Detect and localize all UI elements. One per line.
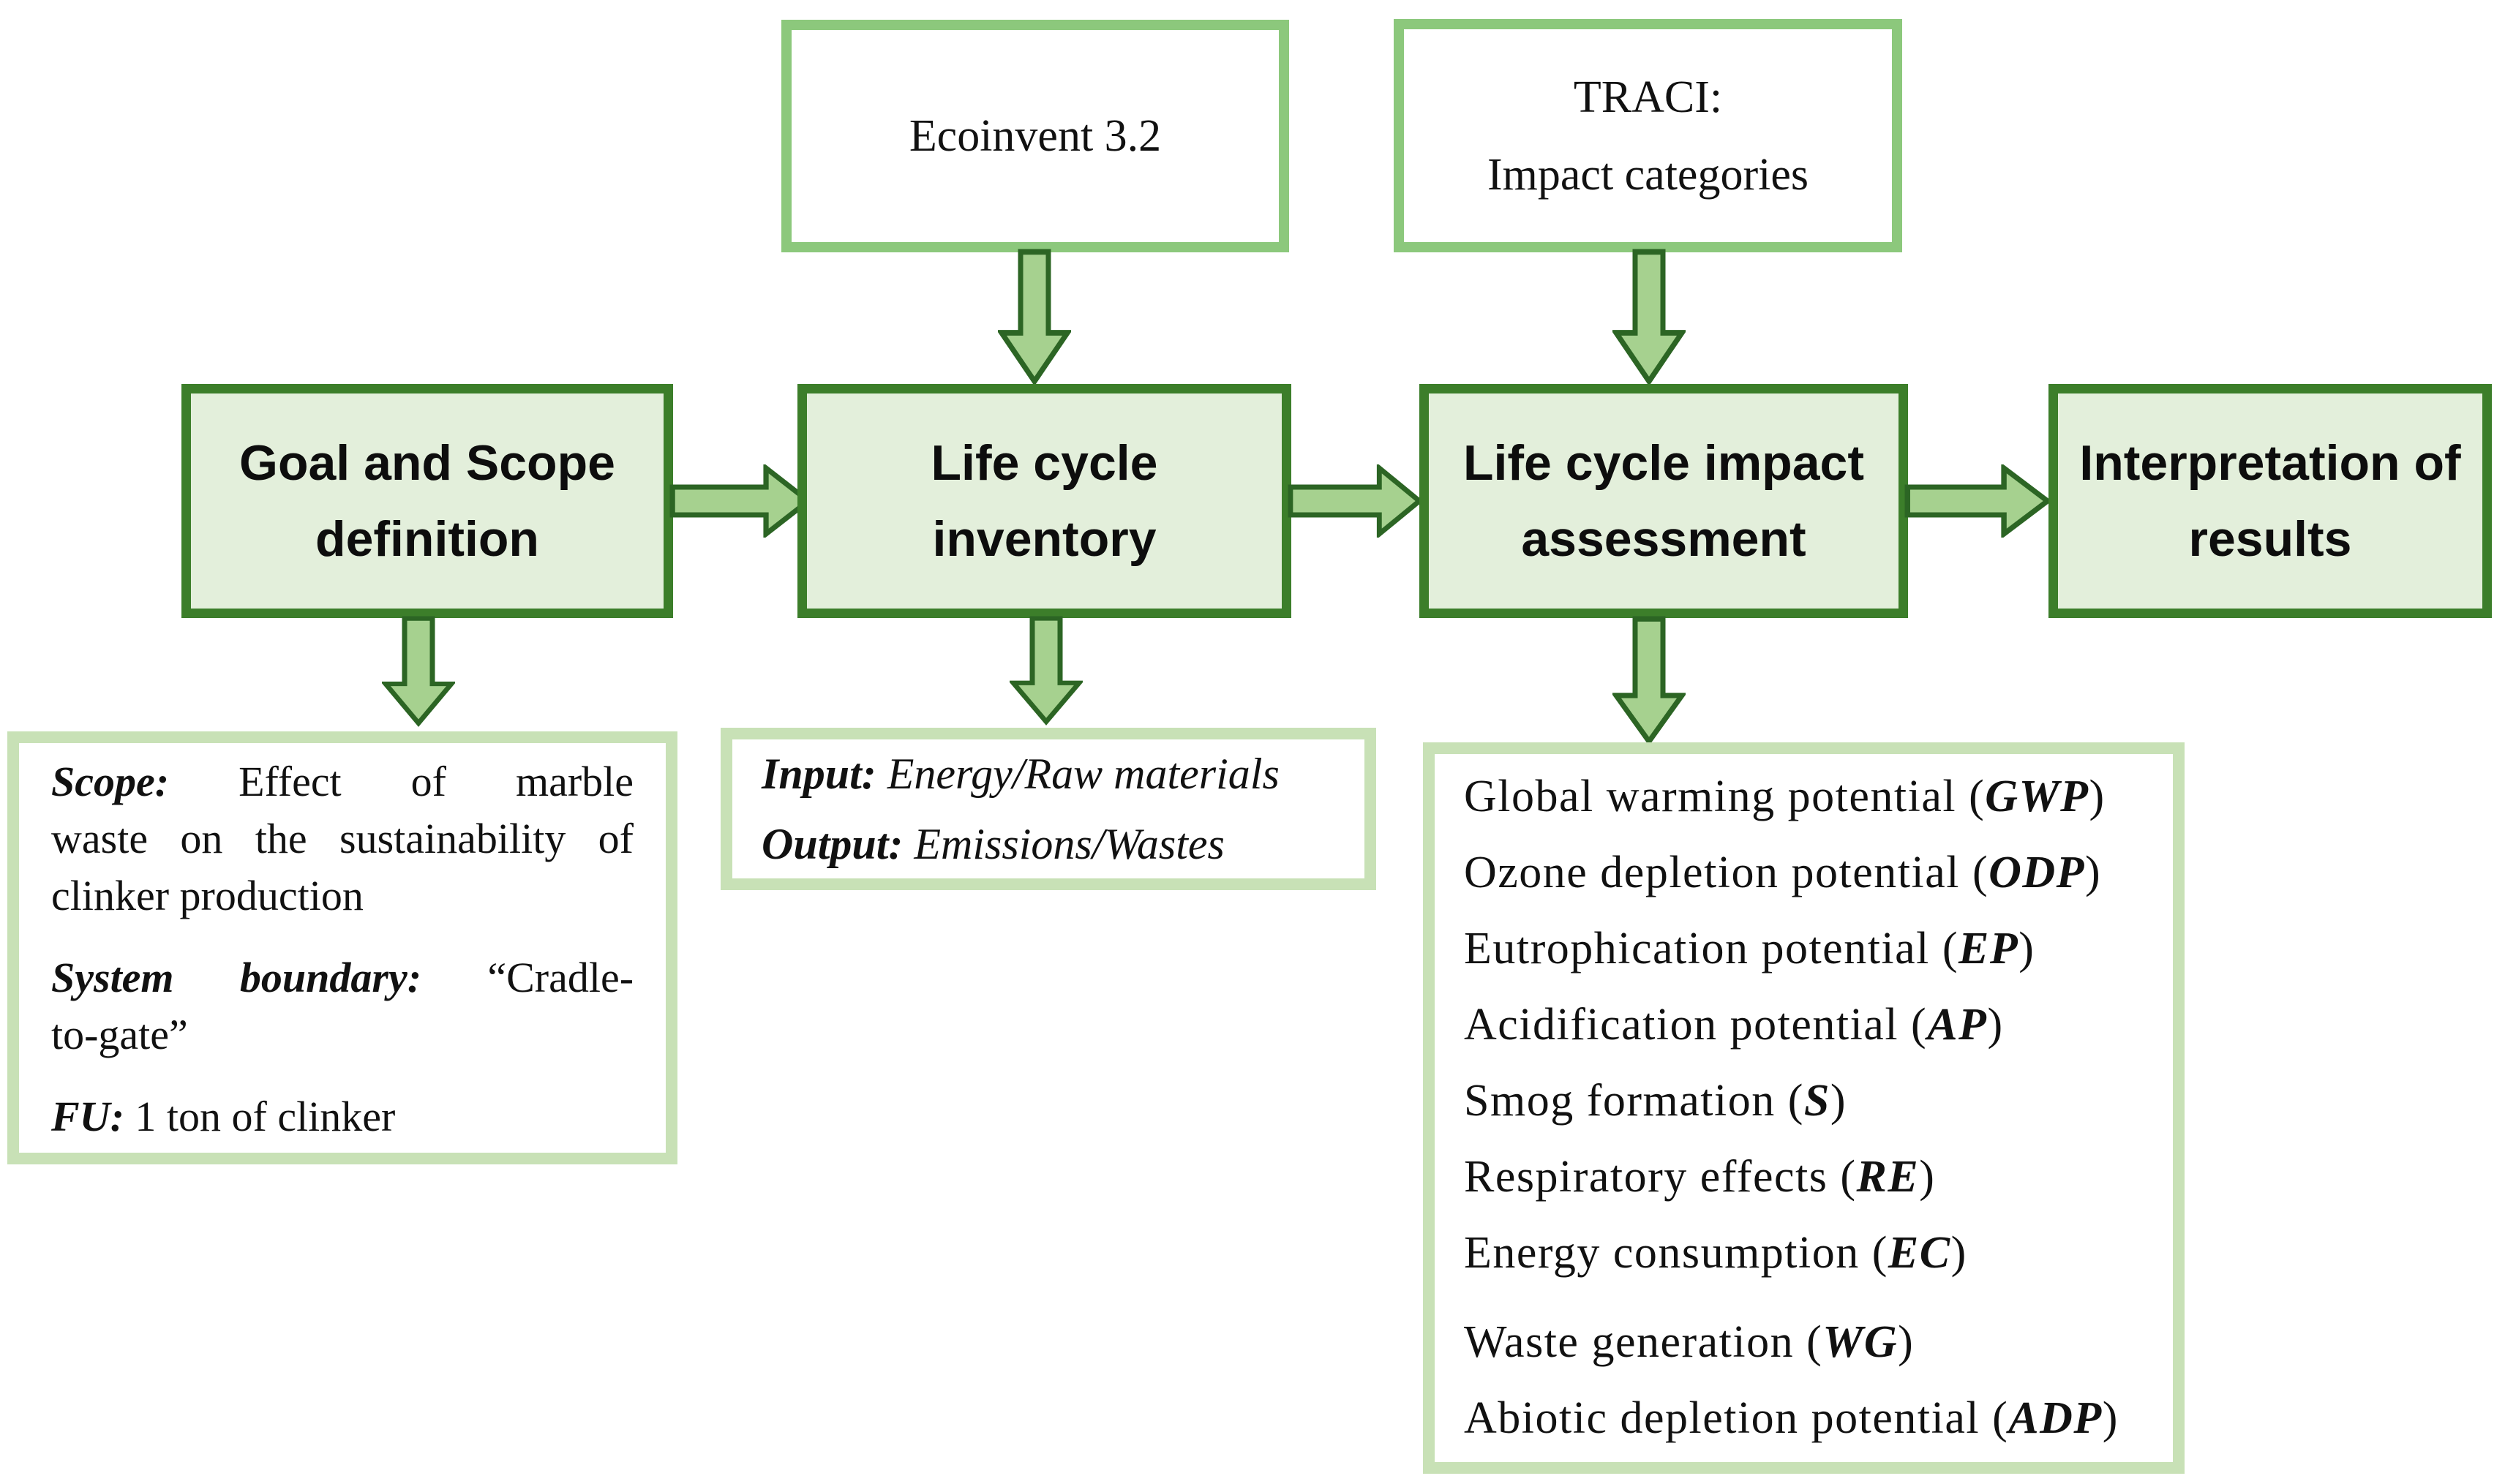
fu-line: 1 ton of clinker	[135, 1093, 396, 1140]
lcia-box: Life cycle impact assessment	[1419, 384, 1908, 618]
arrow-right-icon	[1288, 464, 1424, 538]
goal-scope-title-line2: definition	[315, 511, 539, 567]
impact-category-item: Energy consumption (EC)	[1464, 1228, 1967, 1278]
interpretation-box: Interpretation of results	[2048, 384, 2492, 618]
output-line: Output: Emissions/Wastes	[762, 809, 1335, 879]
system-boundary-label: System boundary:	[51, 954, 422, 1001]
input-line: Input: Energy/Raw materials	[762, 739, 1335, 809]
input-label: Input:	[762, 750, 876, 798]
impact-category-item: Respiratory effects (RE)	[1464, 1152, 1936, 1202]
impact-category-item: Global warming potential (GWP)	[1464, 772, 2106, 821]
scope-text-line: waste on the sustainability of	[51, 815, 634, 862]
lci-title-line1: Life cycle	[931, 435, 1158, 491]
scope-paragraph: Scope: Effect of marble waste on the sus…	[51, 753, 634, 924]
impact-category-item: Eutrophication potential (EP)	[1464, 924, 2035, 973]
input-value: Energy/Raw materials	[887, 750, 1280, 798]
scope-label: Scope:	[51, 758, 170, 805]
scope-text-line: Effect of marble	[239, 758, 634, 805]
scope-detail-text: Scope: Effect of marble waste on the sus…	[19, 743, 666, 1156]
lci-box: Life cycle inventory	[797, 384, 1291, 618]
impact-category-item: Ozone depletion potential (ODP)	[1464, 848, 2102, 897]
interpretation-title-line1: Interpretation of	[2079, 435, 2461, 491]
impact-category-item: Smog formation (S)	[1464, 1076, 1847, 1126]
arrow-down-icon	[382, 616, 455, 727]
impact-category-list: Global warming potential (GWP) Ozone depl…	[1435, 754, 2173, 1461]
input-output-text: Input: Energy/Raw materials Output: Emis…	[732, 739, 1364, 878]
arrow-right-icon	[669, 464, 813, 538]
goal-scope-title-line1: Goal and Scope	[239, 435, 615, 491]
lcia-title-line1: Life cycle impact	[1462, 435, 1865, 491]
impact-categories-box: Global warming potential (GWP) Ozone depl…	[1423, 742, 2185, 1474]
impact-category-item: Waste generation (WG)	[1464, 1317, 1915, 1367]
goal-scope-box: Goal and Scope definition	[181, 384, 673, 618]
traci-label-line2: Impact categories	[1487, 149, 1809, 200]
input-output-box: Input: Energy/Raw materials Output: Emis…	[721, 728, 1376, 890]
traci-label-line1: TRACI:	[1573, 72, 1723, 122]
lcia-title-line2: assessment	[1521, 511, 1806, 567]
fu-paragraph: FU: 1 ton of clinker	[51, 1088, 634, 1145]
interpretation-title-line2: results	[2188, 511, 2352, 567]
arrow-down-icon	[1010, 616, 1083, 726]
traci-box: TRACI: Impact categories	[1394, 19, 1902, 252]
arrow-down-icon	[1612, 616, 1686, 746]
output-value: Emissions/Wastes	[914, 820, 1225, 868]
scope-detail-box: Scope: Effect of marble waste on the sus…	[7, 731, 677, 1164]
output-label: Output:	[762, 820, 904, 868]
scope-text-line: clinker production	[51, 872, 364, 919]
impact-category-item: Abiotic depletion potential (ADP)	[1464, 1393, 2119, 1443]
arrow-down-icon	[998, 249, 1071, 386]
lci-title-line2: inventory	[932, 511, 1157, 567]
impact-category-item: Acidification potential (AP)	[1464, 1000, 2004, 1050]
fu-label: FU:	[51, 1093, 124, 1140]
ecoinvent-box: Ecoinvent 3.2	[781, 20, 1289, 252]
ecoinvent-label: Ecoinvent 3.2	[909, 111, 1162, 161]
system-boundary-line: “Cradle-	[487, 954, 634, 1001]
arrow-down-icon	[1612, 249, 1686, 386]
system-boundary-paragraph: System boundary: “Cradle- to-gate”	[51, 949, 634, 1063]
arrow-right-icon	[1904, 464, 2052, 538]
system-boundary-line: to-gate”	[51, 1011, 188, 1058]
